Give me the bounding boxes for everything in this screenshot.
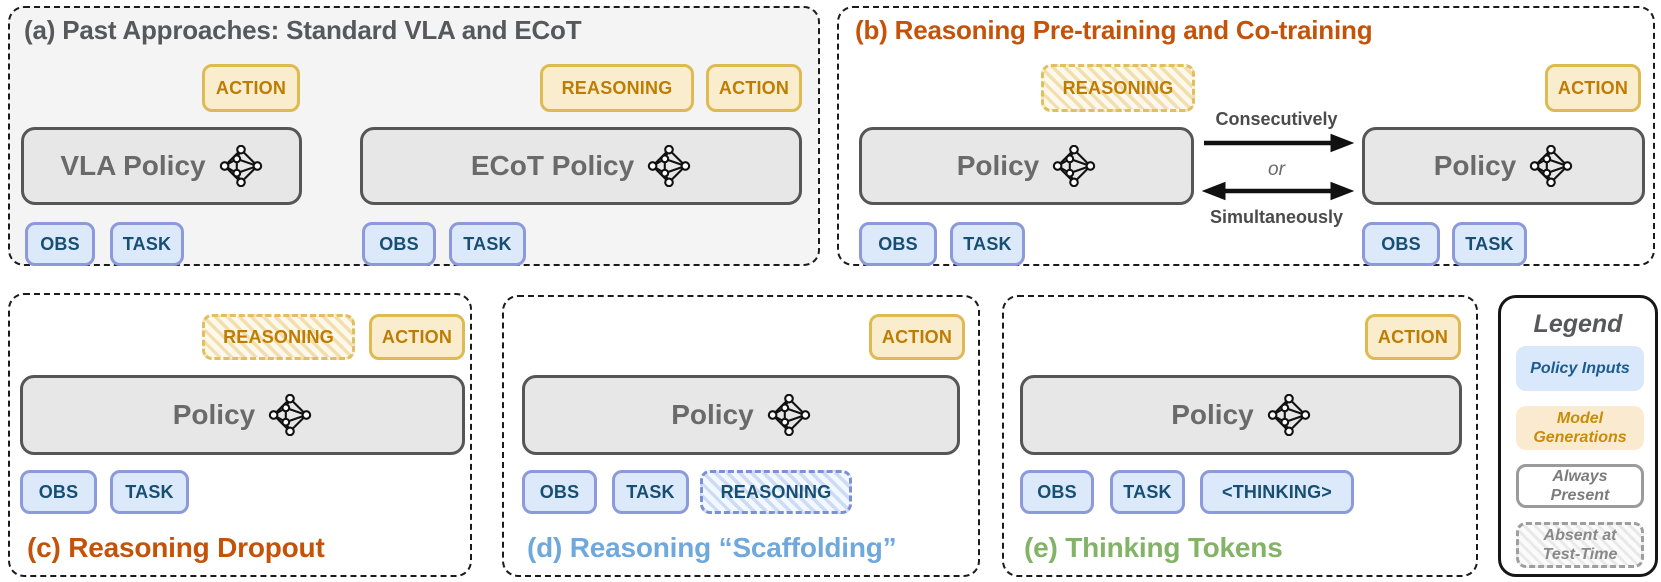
legend: Legend Policy Inputs Model Generations A… bbox=[1498, 295, 1658, 577]
action-chip: ACTION bbox=[1365, 314, 1461, 360]
policy-label: Policy bbox=[956, 150, 1040, 181]
action-chip: ACTION bbox=[369, 314, 465, 360]
neural-network-icon bbox=[1053, 145, 1096, 187]
legend-item-absent-at-test-time: Absent at Test-Time bbox=[1516, 522, 1644, 568]
action-chip: ACTION bbox=[869, 314, 965, 360]
task-chip: TASK bbox=[110, 222, 184, 266]
task-chip: TASK bbox=[1452, 222, 1527, 266]
reasoning-chip-scaffold: REASONING bbox=[700, 470, 852, 514]
vla-policy-label: VLA Policy bbox=[60, 150, 206, 181]
neural-network-icon bbox=[767, 394, 810, 436]
action-label: ACTION bbox=[381, 326, 453, 347]
task-label: TASK bbox=[463, 233, 512, 254]
consecutively-label: Consecutively bbox=[1215, 109, 1338, 129]
thinking-label: <THINKING> bbox=[1221, 481, 1333, 502]
task-chip: TASK bbox=[449, 222, 526, 266]
legend-item-always-present: Always Present bbox=[1516, 464, 1644, 508]
reasoning-chip-absent: REASONING bbox=[1041, 64, 1195, 112]
training-arrows bbox=[1202, 133, 1354, 201]
policy-box: Policy bbox=[20, 375, 465, 455]
action-chip: ACTION bbox=[202, 64, 300, 112]
action-label: ACTION bbox=[1557, 77, 1629, 98]
task-label: TASK bbox=[626, 481, 675, 502]
obs-label: OBS bbox=[40, 233, 80, 254]
legend-title: Legend bbox=[1533, 310, 1623, 338]
action-chip: ACTION bbox=[706, 64, 802, 112]
reasoning-chip-absent: REASONING bbox=[202, 314, 355, 360]
legend-item-model-generations: Model Generations bbox=[1516, 406, 1644, 450]
policy-box: Policy bbox=[522, 375, 960, 455]
neural-network-icon bbox=[1267, 394, 1310, 436]
thinking-token-chip: <THINKING> bbox=[1200, 470, 1354, 514]
action-label: ACTION bbox=[718, 77, 790, 98]
panel-e-title: (e) Thinking Tokens bbox=[1024, 532, 1283, 563]
obs-chip: OBS bbox=[859, 222, 937, 266]
action-label: ACTION bbox=[1377, 326, 1449, 347]
reasoning-label: REASONING bbox=[1062, 77, 1174, 98]
policy-label: Policy bbox=[1171, 399, 1254, 430]
obs-label: OBS bbox=[1037, 481, 1077, 502]
task-chip: TASK bbox=[110, 470, 189, 514]
obs-chip: OBS bbox=[1020, 470, 1094, 514]
vla-policy-box: VLA Policy bbox=[21, 127, 302, 205]
reasoning-chip: REASONING bbox=[540, 64, 694, 112]
policy-box-pretrain: Policy bbox=[859, 127, 1194, 205]
obs-label: OBS bbox=[539, 481, 580, 502]
panel-b-title: (b) Reasoning Pre-training and Co-traini… bbox=[855, 15, 1373, 45]
action-label: ACTION bbox=[881, 326, 953, 347]
task-label: TASK bbox=[1123, 481, 1172, 502]
action-chip: ACTION bbox=[1545, 64, 1641, 112]
policy-box-cotrain: Policy bbox=[1362, 127, 1645, 205]
ecot-policy-box: ECoT Policy bbox=[360, 127, 802, 205]
task-label: TASK bbox=[125, 481, 174, 502]
neural-network-icon bbox=[647, 145, 691, 187]
panel-d-title: (d) Reasoning “Scaffolding” bbox=[527, 532, 897, 563]
legend-model-generations-label: Model Generations bbox=[1533, 409, 1627, 446]
action-label: ACTION bbox=[215, 77, 287, 98]
reasoning-label: REASONING bbox=[223, 326, 334, 347]
panel-b: (b) Reasoning Pre-training and Co-traini… bbox=[837, 6, 1655, 266]
legend-always-present-label: Always Present bbox=[1550, 467, 1610, 504]
task-chip: TASK bbox=[1110, 470, 1185, 514]
policy-box: Policy bbox=[1020, 375, 1462, 455]
neural-network-icon bbox=[219, 145, 262, 187]
obs-chip: OBS bbox=[362, 222, 436, 266]
task-label: TASK bbox=[1465, 233, 1514, 254]
task-chip: TASK bbox=[950, 222, 1025, 266]
legend-policy-inputs-label: Policy Inputs bbox=[1530, 359, 1630, 377]
task-label: TASK bbox=[963, 233, 1012, 254]
obs-chip: OBS bbox=[522, 470, 597, 514]
obs-chip: OBS bbox=[25, 222, 95, 266]
panel-c: REASONING ACTION Policy OBS TASK (c) Rea… bbox=[8, 293, 472, 577]
panel-a-title: (a) Past Approaches: Standard VLA and EC… bbox=[24, 15, 582, 45]
neural-network-icon bbox=[1530, 145, 1573, 187]
panel-c-title: (c) Reasoning Dropout bbox=[27, 532, 325, 563]
task-label: TASK bbox=[122, 233, 172, 254]
obs-chip: OBS bbox=[20, 470, 97, 514]
legend-absent-test-time-label: Absent at Test-Time bbox=[1542, 526, 1618, 563]
obs-label: OBS bbox=[1381, 233, 1421, 254]
or-label: or bbox=[1268, 159, 1285, 180]
ecot-policy-label: ECoT Policy bbox=[470, 150, 635, 181]
obs-label: OBS bbox=[379, 233, 419, 254]
panel-d: ACTION Policy OBS TASK REASONING (d) Rea… bbox=[502, 295, 980, 577]
neural-network-icon bbox=[269, 394, 312, 436]
panel-e: ACTION Policy OBS TASK <THINKING> (e) Th… bbox=[1002, 295, 1478, 577]
reasoning-label: REASONING bbox=[561, 77, 673, 98]
policy-label: Policy bbox=[172, 399, 256, 430]
obs-chip: OBS bbox=[1362, 222, 1440, 266]
panel-a: (a) Past Approaches: Standard VLA and EC… bbox=[8, 6, 820, 266]
simultaneously-label: Simultaneously bbox=[1209, 207, 1344, 227]
obs-label: OBS bbox=[38, 481, 79, 502]
obs-label: OBS bbox=[878, 233, 918, 254]
legend-item-policy-inputs: Policy Inputs bbox=[1516, 346, 1644, 391]
reasoning-label: REASONING bbox=[720, 481, 832, 502]
policy-label: Policy bbox=[671, 399, 754, 430]
policy-label: Policy bbox=[1433, 150, 1517, 181]
task-chip: TASK bbox=[612, 470, 689, 514]
